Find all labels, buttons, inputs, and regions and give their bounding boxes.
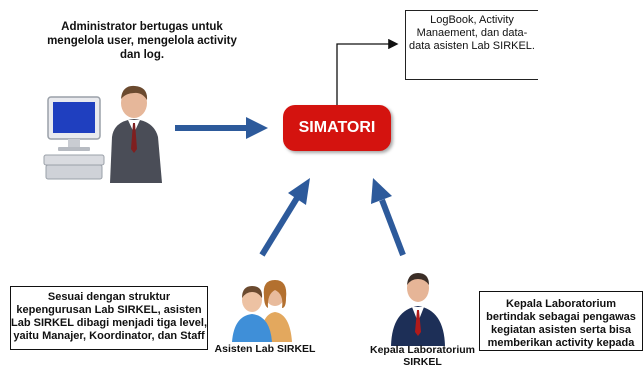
output-data-box: LogBook, Activity Manaement, dan data-da…: [405, 10, 538, 80]
arrow-admin-to-simatori: [175, 117, 268, 139]
admin-description: Administrator bertugas untuk mengelola u…: [47, 21, 237, 61]
asisten-description-box: Sesuai dengan struktur kepengurusan Lab …: [10, 286, 208, 350]
arrow-simatori-to-output: [336, 38, 399, 105]
asisten-group-icon: [232, 280, 292, 342]
arrow-asisten-to-simatori: [259, 178, 310, 257]
simatori-system-node: SIMATORI: [283, 105, 391, 151]
kepala-laboratorium-icon: [391, 273, 445, 346]
kepala-label: Kepala Laboratorium SIRKEL: [369, 344, 476, 368]
kepala-description-box: Kepala Laboratorium bertindak sebagai pe…: [479, 291, 643, 351]
arrow-kepala-to-simatori: [371, 178, 406, 257]
asisten-label: Asisten Lab SIRKEL: [214, 343, 316, 355]
administrator-icon: [43, 85, 162, 183]
